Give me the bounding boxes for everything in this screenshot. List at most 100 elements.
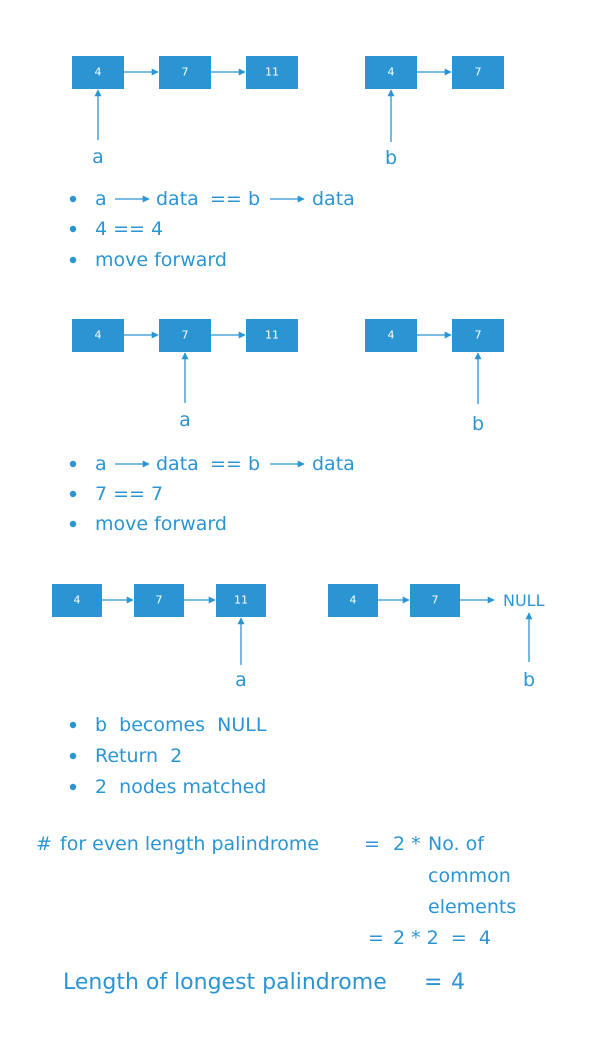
compare-operator: ==	[210, 453, 242, 475]
formula: # for even length palindrome = 2 * No. o…	[36, 833, 516, 949]
bullet-list: a data == b data 4 == 4 move forward	[69, 188, 355, 271]
pointer-b: b	[523, 612, 535, 691]
bullet-dot	[69, 490, 77, 498]
pointer-a: a	[179, 352, 191, 431]
bullet-item: 4 == 4	[69, 218, 163, 240]
formula-hash: #	[36, 833, 52, 855]
bullet-item: move forward	[69, 513, 227, 535]
bullet-item: move forward	[69, 249, 227, 271]
node-value: 4	[74, 594, 81, 607]
bullet-text: 2 nodes matched	[95, 776, 266, 798]
bullet-compare: a data == b data	[69, 188, 355, 210]
bullet-dot	[69, 721, 77, 729]
bullet-item: b becomes NULL	[69, 714, 267, 736]
bullet-dot	[69, 460, 77, 468]
formula-rhs-line: elements	[428, 896, 516, 918]
formula-equals: =	[368, 927, 384, 949]
bullet-dot	[69, 520, 77, 528]
node	[159, 56, 211, 89]
node	[246, 319, 298, 352]
bullet-list: a data == b data 7 == 7 move forward	[69, 453, 355, 535]
compare-right-var: b	[248, 453, 260, 475]
node	[410, 584, 460, 617]
node	[216, 584, 266, 617]
node-value: 11	[265, 329, 279, 342]
result-equals: =	[424, 970, 442, 995]
node-value: 4	[388, 329, 395, 342]
compare-left-field: data	[156, 453, 199, 475]
step-2: 4 7 11 4 7 a b a dat	[69, 319, 504, 535]
node-value: 4	[95, 66, 102, 79]
node-value: 7	[156, 594, 163, 607]
node-value: 7	[432, 594, 439, 607]
pointer-b: b	[385, 89, 397, 169]
bullet-dot	[69, 783, 77, 791]
formula-rhs-line: No. of	[428, 833, 485, 855]
bullet-item: 2 nodes matched	[69, 776, 266, 798]
compare-left-var: a	[95, 453, 107, 475]
pointer-label: a	[179, 409, 191, 431]
pointer-label: b	[385, 147, 397, 169]
formula-calc: 2 * 2 = 4	[393, 927, 491, 949]
formula-equals: =	[364, 833, 380, 855]
formula-lhs: for even length palindrome	[60, 833, 319, 855]
bullet-text: move forward	[95, 249, 227, 271]
pointer-a: a	[235, 617, 247, 691]
list-b: 4 7	[365, 319, 504, 352]
bullet-compare: a data == b data	[69, 453, 355, 475]
node	[134, 584, 184, 617]
node	[72, 56, 124, 89]
compare-operator: ==	[210, 188, 242, 210]
pointer-label: a	[92, 146, 104, 168]
result: Length of longest palindrome = 4	[63, 970, 465, 995]
bullet-dot	[69, 752, 77, 760]
list-a: 4 7 11	[52, 584, 266, 617]
bullet-list: b becomes NULL Return 2 2 nodes matched	[69, 714, 267, 798]
pointer-label: b	[472, 413, 484, 435]
node-value: 4	[95, 329, 102, 342]
compare-right-field: data	[312, 453, 355, 475]
node	[365, 56, 417, 89]
pointer-label: b	[523, 669, 535, 691]
bullet-text: 7 == 7	[95, 483, 163, 505]
node-value: 7	[182, 66, 189, 79]
node	[159, 319, 211, 352]
node	[246, 56, 298, 89]
bullet-text: Return 2	[95, 745, 182, 767]
bullet-dot	[69, 225, 77, 233]
bullet-text: 4 == 4	[95, 218, 163, 240]
step-3: 4 7 11 4 7 NULL a b b b	[52, 584, 545, 798]
result-label: Length of longest palindrome	[63, 970, 387, 995]
node-value: 4	[350, 594, 357, 607]
formula-rhs-prefix: 2 *	[393, 833, 421, 855]
pointer-a: a	[92, 89, 104, 168]
node-value: 11	[234, 594, 248, 607]
node-value: 7	[475, 329, 482, 342]
result-value: 4	[451, 970, 465, 995]
node	[365, 319, 417, 352]
list-b: 4 7 NULL	[328, 584, 545, 617]
node-value: 4	[388, 66, 395, 79]
node	[72, 319, 124, 352]
compare-right-var: b	[248, 188, 260, 210]
list-a: 4 7 11	[72, 56, 298, 89]
bullet-item: Return 2	[69, 745, 182, 767]
compare-left-var: a	[95, 188, 107, 210]
bullet-dot	[69, 195, 77, 203]
bullet-text: b becomes NULL	[95, 714, 267, 736]
bullet-dot	[69, 256, 77, 264]
node-value: 7	[182, 329, 189, 342]
compare-right-field: data	[312, 188, 355, 210]
node	[52, 584, 102, 617]
step-1: 4 7 11 4 7 a b a dat	[69, 56, 504, 271]
bullet-text: move forward	[95, 513, 227, 535]
node	[328, 584, 378, 617]
null-label: NULL	[503, 591, 545, 610]
node	[452, 319, 504, 352]
node	[452, 56, 504, 89]
list-a: 4 7 11	[72, 319, 298, 352]
node-value: 11	[265, 66, 279, 79]
pointer-label: a	[235, 669, 247, 691]
node-value: 7	[475, 66, 482, 79]
